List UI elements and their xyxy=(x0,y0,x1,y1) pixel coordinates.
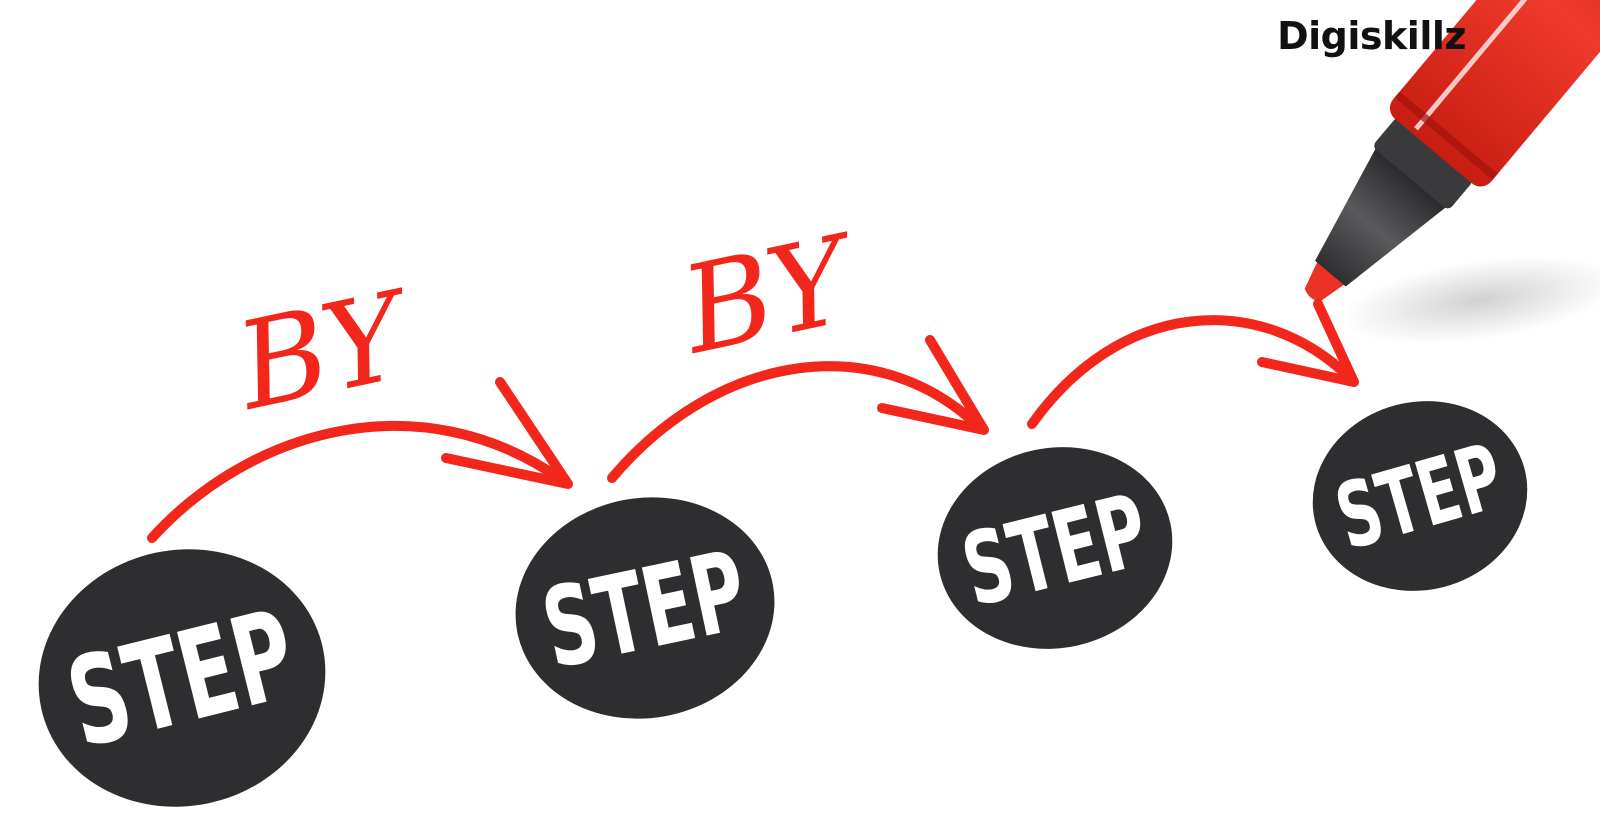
step-circle xyxy=(1312,401,1528,591)
connector-label-by: BY xyxy=(669,209,871,382)
arrow-2 xyxy=(607,335,989,483)
red-marker-pen-icon xyxy=(1304,0,1600,302)
pen-tip xyxy=(1304,260,1346,302)
pen-ring xyxy=(1394,91,1498,180)
arrow-1 xyxy=(147,377,573,543)
step-badge-2: STEP xyxy=(515,497,775,719)
arrow-3 xyxy=(1027,299,1359,429)
step-circle xyxy=(937,447,1173,649)
step-circle xyxy=(515,497,775,719)
step-badge-3: STEP xyxy=(937,447,1173,649)
pen-body xyxy=(1389,0,1600,187)
pen-highlight xyxy=(1414,0,1600,131)
pen-collar xyxy=(1374,118,1472,209)
connector-label-by: BY xyxy=(224,265,426,438)
step-badge-1: STEP xyxy=(38,549,326,807)
step-badge-4: STEP xyxy=(1312,401,1528,591)
step-circle xyxy=(38,549,326,807)
pen-shadow xyxy=(1341,255,1600,345)
pen-cone xyxy=(1315,147,1447,287)
brand-logo-text: Digiskillz xyxy=(1277,14,1466,58)
